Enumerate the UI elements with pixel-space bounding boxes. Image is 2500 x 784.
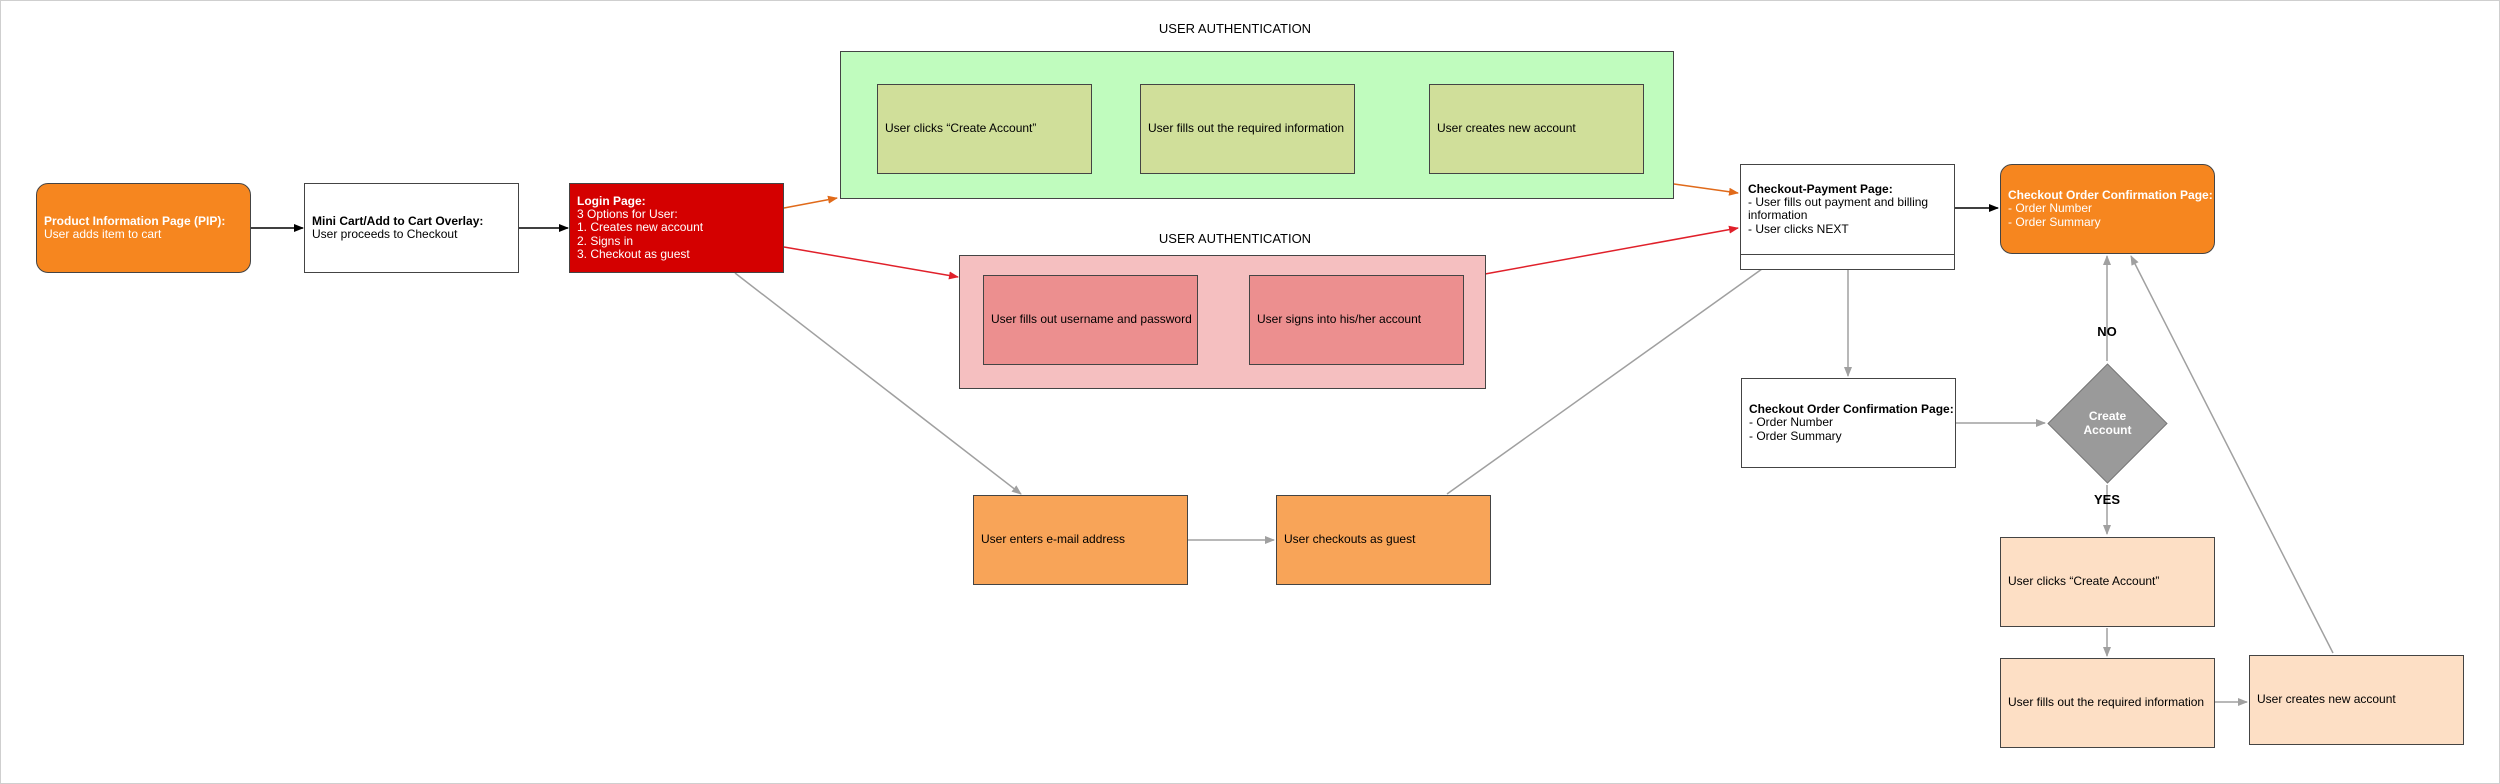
arrow-login-to-guest bbox=[734, 272, 1022, 495]
signup-group-title: USER AUTHENTICATION bbox=[1158, 21, 1312, 36]
decision-no-label: NO bbox=[2097, 324, 2117, 339]
pip-node[interactable]: Product Information Page (PIP): User add… bbox=[36, 183, 251, 273]
arrow-login-to-signup bbox=[783, 195, 838, 209]
pip-title: Product Information Page (PIP): bbox=[44, 213, 226, 228]
guest-step-text: User enters e-mail address bbox=[981, 532, 1126, 547]
create-account-decision[interactable]: Create Account bbox=[2047, 363, 2168, 484]
arrow-login-to-signin bbox=[783, 246, 959, 280]
signin-group-title: USER AUTHENTICATION bbox=[1158, 231, 1312, 246]
signup-step-fill-info[interactable]: User fills out the required information bbox=[1140, 84, 1355, 174]
signin-step-credentials[interactable]: User fills out username and password bbox=[983, 275, 1198, 365]
confirm-top-line: - Order Summary bbox=[2008, 214, 2101, 229]
signup-step-text: User fills out the required information bbox=[1148, 121, 1345, 136]
decision-text: Create Account bbox=[2047, 363, 2168, 484]
confirm-mid-line: - Order Number bbox=[1749, 415, 1834, 430]
payment-line: - User clicks NEXT bbox=[1748, 221, 1849, 236]
decision-line: Account bbox=[2083, 422, 2132, 437]
signup-step-new-account[interactable]: User creates new account bbox=[1429, 84, 1644, 174]
signup-step-text: User creates new account bbox=[1437, 121, 1576, 136]
confirm-mid-line: - Order Summary bbox=[1749, 428, 1842, 443]
minicart-text: User proceeds to Checkout bbox=[312, 227, 458, 241]
signin-step-signs-in[interactable]: User signs into his/her account bbox=[1249, 275, 1464, 365]
arrow-signin-to-payment bbox=[1484, 225, 1739, 275]
payment-divider bbox=[1741, 254, 1954, 255]
signup-step-create-account[interactable]: User clicks “Create Account” bbox=[877, 84, 1092, 174]
post-step-text: User creates new account bbox=[2257, 692, 2396, 707]
confirm-mid-node[interactable]: Checkout Order Confirmation Page: - Orde… bbox=[1741, 378, 1956, 468]
confirm-top-title: Checkout Order Confirmation Page: bbox=[2008, 188, 2213, 203]
login-line: 3 Options for User: bbox=[577, 207, 678, 222]
pip-text: User adds item to cart bbox=[44, 227, 162, 241]
confirm-top-line: - Order Number bbox=[2008, 201, 2093, 216]
guest-step-text: User checkouts as guest bbox=[1284, 532, 1416, 547]
arrow-post-step3-to-confirm-top bbox=[2130, 255, 2334, 654]
minicart-title: Mini Cart/Add to Cart Overlay: bbox=[312, 213, 484, 228]
post-step-text: User fills out the required information bbox=[2008, 695, 2205, 710]
payment-node[interactable]: Checkout-Payment Page: - User fills out … bbox=[1740, 164, 1955, 270]
signup-step-text: User clicks “Create Account” bbox=[885, 121, 1037, 136]
login-line: 3. Checkout as guest bbox=[577, 246, 690, 261]
arrow-signup-to-payment bbox=[1673, 183, 1739, 196]
confirm-top-node[interactable]: Checkout Order Confirmation Page: - Orde… bbox=[2000, 164, 2215, 254]
login-title: Login Page: bbox=[577, 194, 646, 209]
post-step-fill-info[interactable]: User fills out the required information bbox=[2000, 658, 2215, 748]
post-step-text: User clicks “Create Account” bbox=[2008, 574, 2160, 589]
guest-step-email[interactable]: User enters e-mail address bbox=[973, 495, 1188, 585]
signin-step-text: User fills out username and password bbox=[991, 312, 1192, 327]
decision-yes-label: YES bbox=[2093, 492, 2121, 507]
post-step-new-account[interactable]: User creates new account bbox=[2249, 655, 2464, 745]
minicart-node[interactable]: Mini Cart/Add to Cart Overlay: User proc… bbox=[304, 183, 519, 273]
post-step-create-account[interactable]: User clicks “Create Account” bbox=[2000, 537, 2215, 627]
payment-line: - User fills out payment and billing bbox=[1748, 195, 1929, 210]
signin-step-text: User signs into his/her account bbox=[1257, 312, 1422, 327]
arrow-guest-to-payment bbox=[1446, 253, 1784, 495]
login-line: 2. Signs in bbox=[577, 233, 634, 248]
decision-line: Create bbox=[2088, 408, 2127, 423]
payment-title: Checkout-Payment Page: bbox=[1748, 182, 1893, 196]
login-line: 1. Creates new account bbox=[577, 220, 704, 235]
payment-line: information bbox=[1748, 208, 1808, 223]
guest-step-checkout[interactable]: User checkouts as guest bbox=[1276, 495, 1491, 585]
login-node[interactable]: Login Page: 3 Options for User: 1. Creat… bbox=[569, 183, 784, 273]
confirm-mid-title: Checkout Order Confirmation Page: bbox=[1749, 402, 1954, 417]
